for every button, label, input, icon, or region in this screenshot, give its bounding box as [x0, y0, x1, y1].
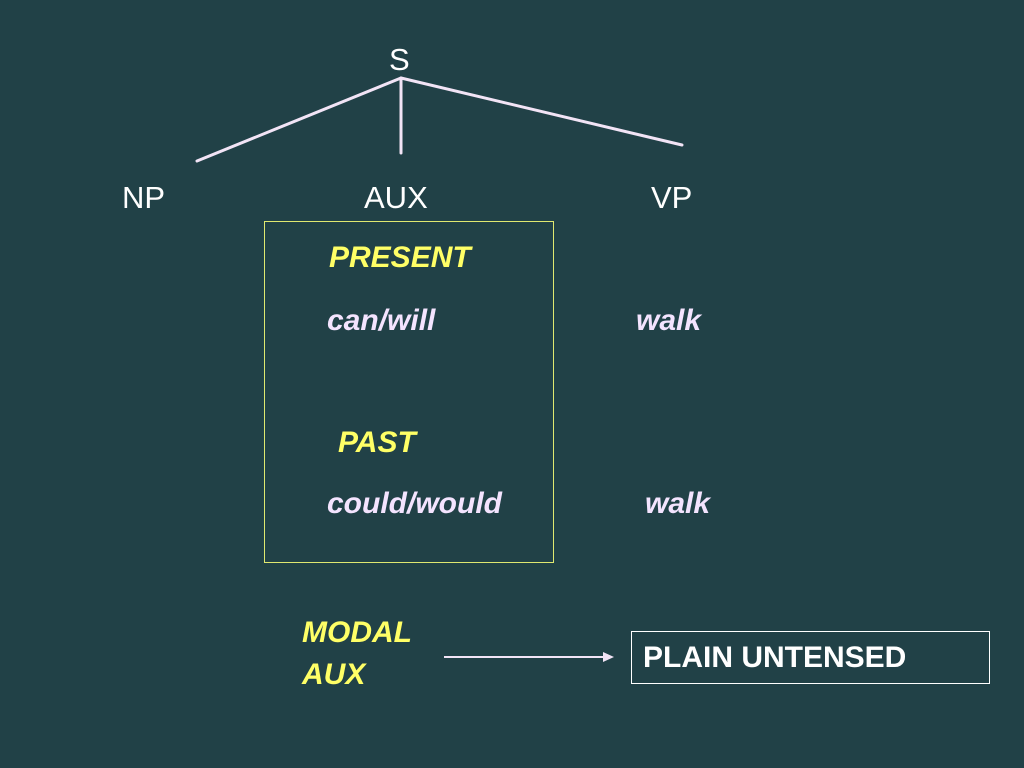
past-verb: walk [645, 487, 711, 520]
node-vp: VP [651, 180, 693, 215]
present-modal: can/will [327, 304, 436, 337]
modal-label: MODAL [302, 616, 412, 649]
branch-s-np [195, 76, 403, 163]
past-modal: could/would [327, 487, 502, 520]
node-np: NP [122, 180, 166, 215]
aux-box [264, 221, 554, 563]
arrow-head [603, 652, 614, 662]
plain-untensed-box: PLAIN UNTENSED [631, 631, 990, 684]
node-s: S [389, 42, 410, 77]
branch-s-vp [399, 76, 684, 147]
present-verb: walk [636, 304, 702, 337]
plain-untensed-label: PLAIN UNTENSED [643, 641, 907, 674]
node-aux: AUX [364, 180, 428, 215]
past-label: PAST [338, 426, 416, 459]
present-label: PRESENT [329, 241, 471, 274]
aux-label: AUX [302, 658, 366, 691]
